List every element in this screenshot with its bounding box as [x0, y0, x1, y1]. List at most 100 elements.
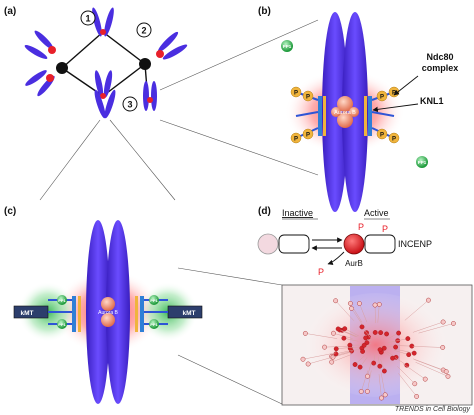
pp1-sites-c: PP1 PP1 PP1 PP1 — [57, 295, 159, 329]
svg-text:PP1: PP1 — [58, 322, 66, 327]
zoom-dot — [414, 394, 420, 399]
active-label: Active — [364, 208, 389, 218]
zoom-dot — [361, 342, 367, 348]
panel-label-d: (d) — [258, 206, 271, 217]
zoom-dot — [305, 361, 311, 367]
zoom-dot-stalk — [351, 308, 363, 326]
svg-text:kMT: kMT — [183, 310, 196, 317]
zoom-line-b-bottom — [159, 119, 319, 176]
zoom-dot — [409, 343, 415, 349]
spindle-pole-left — [56, 62, 68, 74]
svg-text:P: P — [380, 133, 384, 139]
zoom-dot — [363, 335, 369, 341]
zoom-dot — [422, 376, 428, 382]
zoom-dot-stalk — [396, 349, 415, 354]
pp1-bottom-b: PP1 — [416, 156, 428, 168]
phospho-sites-b: P P P P P P P P — [290, 86, 400, 144]
zoom-dot — [390, 355, 395, 361]
active-aurb-phospho: P — [358, 222, 364, 232]
footer-credit: TRENDS in Cell Biology — [395, 406, 471, 413]
zoom-dot-stalk — [308, 355, 339, 365]
inactive-label: Inactive — [282, 208, 313, 218]
zoom-dot-stalk — [331, 354, 352, 363]
zoom-dot — [359, 324, 365, 330]
svg-text:P: P — [392, 137, 396, 143]
substrate-phospho: P — [318, 267, 324, 277]
zoom-dot — [440, 345, 446, 350]
svg-text:PP1: PP1 — [418, 160, 427, 165]
zoom-dot — [440, 319, 446, 325]
panel-label-b: (b) — [258, 6, 271, 17]
zoom-dot-stalk — [350, 303, 363, 323]
knl1-left-c — [78, 296, 81, 332]
knl1-right-c — [135, 296, 138, 332]
zoom-dot-stalk — [412, 346, 443, 348]
svg-text:P: P — [306, 95, 310, 101]
chromosome-right — [156, 31, 188, 60]
zoom-dot — [377, 347, 383, 353]
zoom-dot-stalk — [393, 350, 409, 355]
zoom-dot — [412, 381, 418, 387]
zoom-dot — [349, 306, 354, 311]
zoom-dot-stalk — [344, 328, 359, 337]
zoom-dot-stalk — [305, 333, 338, 339]
zoom-dot-stalk — [377, 304, 380, 323]
zoom-dot — [396, 330, 401, 336]
zoom-line-c-right — [109, 119, 176, 201]
zoom-dot — [393, 344, 399, 350]
zoom-dot — [384, 331, 389, 337]
kinetochore-right-c — [140, 296, 144, 332]
knl1-label: KNL1 — [420, 96, 444, 106]
svg-text:P: P — [294, 91, 298, 97]
zoom-dot — [426, 297, 431, 303]
panel-label-c: (c) — [4, 206, 16, 217]
zoom-dot-stalk — [367, 370, 372, 392]
zoom-dot — [322, 344, 327, 350]
zoom-dot — [443, 369, 449, 374]
zoom-dot — [364, 389, 370, 394]
zoom-dot-stalk — [392, 355, 407, 366]
inactive-incenp — [278, 234, 310, 254]
aurora-b-label-c: Aurora B — [98, 310, 118, 316]
incenp-phospho: P — [382, 224, 388, 234]
zoom-dot-stalk — [333, 333, 353, 339]
ndc80-label-line1: Ndc80 — [426, 52, 453, 62]
zoom-dot — [357, 364, 363, 370]
zoom-dot-stalk — [335, 300, 354, 321]
svg-text:PP1: PP1 — [150, 322, 158, 327]
svg-text:P: P — [294, 137, 298, 143]
zoom-dot-stalk — [415, 362, 449, 377]
chromosome-bottom — [94, 89, 116, 119]
chromosome-left-lower — [25, 70, 55, 97]
zoom-dot-stalk — [414, 359, 447, 372]
panel-label-a: (a) — [4, 6, 16, 17]
aurora-b-complex — [331, 96, 359, 128]
zoom-dot — [341, 335, 347, 341]
kinetochore-left-b — [318, 96, 322, 136]
zoom-dot — [378, 330, 384, 336]
zoom-dot — [348, 301, 353, 306]
zoom-dot — [372, 330, 378, 335]
zoom-dot — [406, 352, 412, 358]
zoom-dot — [333, 346, 339, 352]
chromosome-middle — [94, 70, 113, 99]
active-incenp — [364, 234, 396, 254]
zoom-dot — [376, 302, 382, 307]
zoom-dot — [404, 362, 410, 368]
zoom-dot-stalk — [367, 362, 372, 377]
zoom-dot — [411, 350, 417, 356]
zoom-dot-stalk — [393, 338, 408, 342]
zoom-dot — [445, 373, 451, 379]
zoom-dot — [342, 326, 348, 332]
chromosome-c — [86, 220, 130, 404]
svg-text:P: P — [380, 95, 384, 101]
chromosome-step3 — [143, 81, 157, 111]
zoom-dot-stalk — [397, 366, 415, 384]
zoom-dot — [371, 360, 377, 366]
zoom-dot-stalk — [402, 363, 426, 380]
zoom-dot-stalk — [343, 337, 359, 342]
chromosome-left — [24, 30, 56, 59]
zoom-dot — [329, 359, 335, 365]
